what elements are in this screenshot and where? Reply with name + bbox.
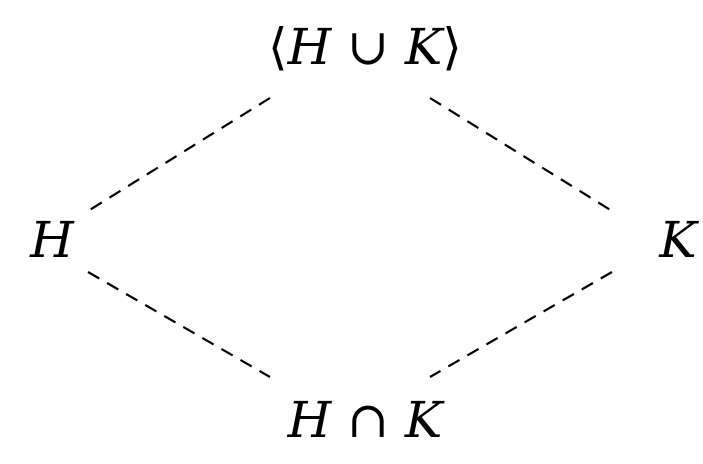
left-angle-bracket: ⟨ bbox=[268, 18, 288, 76]
symbol-h: H bbox=[287, 391, 333, 449]
node-join: ⟨H ∪ K⟩ bbox=[189, 18, 510, 76]
union-symbol: ∪ bbox=[331, 18, 405, 76]
symbol-k: K bbox=[658, 211, 699, 269]
edge-top-left bbox=[87, 97, 271, 212]
edge-left-bottom bbox=[87, 271, 271, 378]
symbol-k: K bbox=[404, 18, 445, 76]
node-h: H bbox=[0, 211, 121, 269]
right-angle-bracket: ⟩ bbox=[442, 18, 462, 76]
symbol-h: H bbox=[29, 211, 75, 269]
symbol-h: H bbox=[287, 18, 333, 76]
node-k: K bbox=[580, 211, 703, 269]
symbol-k: K bbox=[404, 391, 445, 449]
edge-top-right bbox=[429, 97, 613, 212]
node-meet: H ∩ K bbox=[208, 391, 490, 449]
intersection-symbol: ∩ bbox=[331, 391, 405, 449]
edge-right-bottom bbox=[429, 271, 613, 378]
